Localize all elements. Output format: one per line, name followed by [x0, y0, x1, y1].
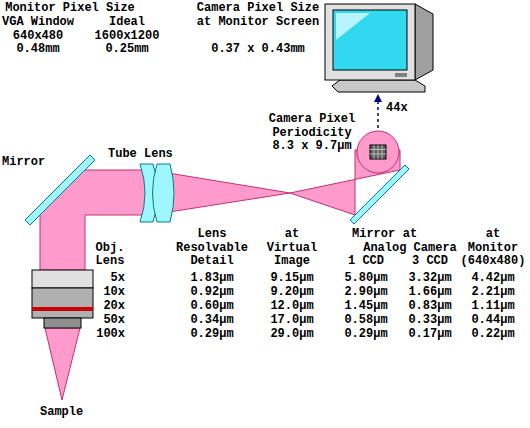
table-cell: 1.11µm — [471, 300, 514, 314]
size-annotation: 0.37 x 0.43mm — [211, 43, 305, 57]
column-header: Lens Resolvable Detail — [172, 228, 251, 269]
monitor-icon — [325, 4, 433, 92]
column-header: Analog Camera — [363, 242, 457, 256]
table-cell: 20x — [103, 300, 125, 314]
tube-lens — [140, 164, 174, 222]
size-annotation: Camera Pixel Size at Monitor Screen — [195, 2, 321, 29]
column-header: at Virtual Image — [263, 228, 321, 269]
table-cell: 0.22µm — [471, 328, 514, 342]
column-header: at Monitor (640x480) — [461, 228, 526, 269]
table-cell: 2.90µm — [344, 286, 387, 300]
part-label: Sample — [40, 406, 83, 420]
table-cell: 4.42µm — [471, 272, 514, 286]
size-annotation: Ideal 1600x1200 0.25mm — [95, 16, 160, 57]
column-header: 1 CCD — [348, 255, 384, 269]
table-cell: 9.15µm — [270, 272, 313, 286]
part-label: Tube Lens — [108, 148, 173, 162]
table-cell: 5x — [111, 272, 125, 286]
table-cell: 0.60µm — [190, 300, 233, 314]
objective-lens — [32, 270, 93, 328]
column-header: Obj. Lens — [92, 242, 128, 269]
size-annotation: 44x — [386, 102, 408, 116]
size-annotation: 8.3 x 9.7µm — [272, 140, 351, 154]
table-cell: 0.58µm — [344, 314, 387, 328]
size-annotation: Monitor Pixel Size — [5, 2, 135, 16]
table-cell: 2.21µm — [471, 286, 514, 300]
part-label: Mirror — [352, 228, 395, 242]
table-cell: 17.0µm — [270, 314, 313, 328]
size-annotation: VGA Window 640x480 0.48mm — [2, 16, 74, 57]
column-header: at — [403, 228, 417, 242]
table-cell: 0.44µm — [471, 314, 514, 328]
table-cell: 1.83µm — [190, 272, 233, 286]
table-cell: 50x — [103, 314, 125, 328]
table-cell: 9.20µm — [270, 286, 313, 300]
table-cell: 5.80µm — [344, 272, 387, 286]
table-cell: 0.83µm — [408, 300, 451, 314]
table-cell: 100x — [96, 328, 125, 342]
column-header: 3 CCD — [412, 255, 448, 269]
table-cell: 1.45µm — [344, 300, 387, 314]
part-label: Mirror — [2, 156, 45, 170]
magnification-arrow — [374, 94, 382, 128]
table-cell: 0.34µm — [190, 314, 233, 328]
table-cell: 0.29µm — [190, 328, 233, 342]
table-cell: 0.92µm — [190, 286, 233, 300]
size-annotation: Camera Pixel Periodicity — [267, 113, 357, 140]
mirror-right — [350, 165, 409, 224]
table-cell: 0.17µm — [408, 328, 451, 342]
table-cell: 0.33µm — [408, 314, 451, 328]
light-beam — [40, 150, 400, 400]
table-cell: 0.29µm — [344, 328, 387, 342]
table-cell: 3.32µm — [408, 272, 451, 286]
table-cell: 1.66µm — [408, 286, 451, 300]
camera-icon — [357, 131, 399, 173]
table-cell: 10x — [103, 286, 125, 300]
table-cell: 29.0µm — [270, 328, 313, 342]
table-cell: 12.0µm — [270, 300, 313, 314]
